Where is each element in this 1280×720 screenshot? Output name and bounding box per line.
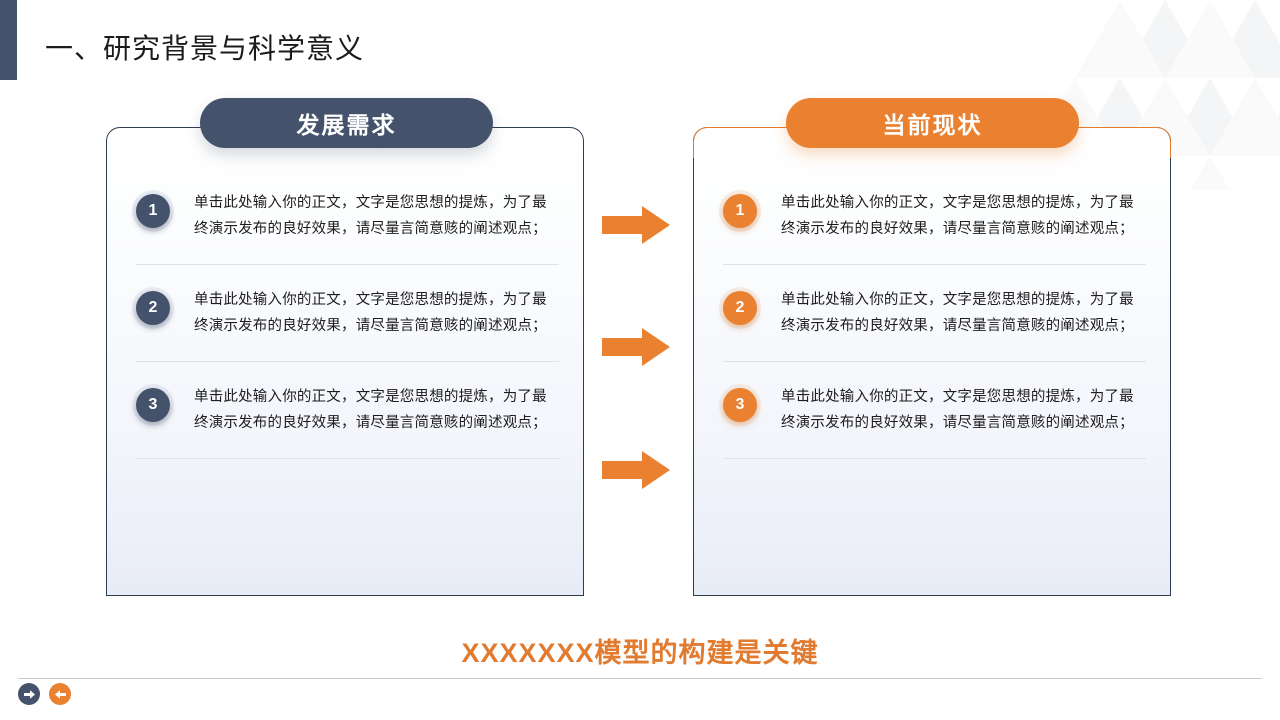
card-right-header-label: 当前现状 (882, 112, 983, 138)
arrow-left-circle-icon[interactable] (49, 683, 71, 705)
footer-divider (18, 678, 1262, 679)
item-number-badge: 2 (723, 291, 757, 325)
arrow-right-icon (602, 451, 670, 489)
item-text: 单击此处输入你的正文，文字是您思想的提炼，为了最终演示发布的良好效果，请尽量言简… (194, 195, 547, 237)
card-left-header[interactable]: 发展需求 (200, 98, 493, 148)
item-text: 单击此处输入你的正文，文字是您思想的提炼，为了最终演示发布的良好效果，请尽量言简… (194, 389, 547, 431)
card-right-list: 1 单击此处输入你的正文，文字是您思想的提炼，为了最终演示发布的良好效果，请尽量… (723, 190, 1146, 459)
item-text: 单击此处输入你的正文，文字是您思想的提炼，为了最终演示发布的良好效果，请尽量言简… (781, 292, 1134, 334)
list-item[interactable]: 2 单击此处输入你的正文，文字是您思想的提炼，为了最终演示发布的良好效果，请尽量… (723, 287, 1146, 362)
item-text: 单击此处输入你的正文，文字是您思想的提炼，为了最终演示发布的良好效果，请尽量言简… (781, 195, 1134, 237)
item-number-badge: 3 (723, 388, 757, 422)
card-right-header[interactable]: 当前现状 (786, 98, 1079, 148)
item-number-badge: 1 (723, 194, 757, 228)
title-accent-bar (0, 0, 17, 80)
item-number-badge: 2 (136, 291, 170, 325)
card-right: 1 单击此处输入你的正文，文字是您思想的提炼，为了最终演示发布的良好效果，请尽量… (692, 126, 1172, 596)
item-text: 单击此处输入你的正文，文字是您思想的提炼，为了最终演示发布的良好效果，请尽量言简… (194, 292, 547, 334)
item-text: 单击此处输入你的正文，文字是您思想的提炼，为了最终演示发布的良好效果，请尽量言简… (781, 389, 1134, 431)
footer-nav (18, 683, 71, 705)
card-left-list: 1 单击此处输入你的正文，文字是您思想的提炼，为了最终演示发布的良好效果，请尽量… (136, 190, 559, 459)
item-number-badge: 3 (136, 388, 170, 422)
item-number-badge: 1 (136, 194, 170, 228)
slide-caption: XXXXXXX模型的构建是关键 (461, 638, 819, 668)
list-item[interactable]: 2 单击此处输入你的正文，文字是您思想的提炼，为了最终演示发布的良好效果，请尽量… (136, 287, 559, 362)
list-item[interactable]: 3 单击此处输入你的正文，文字是您思想的提炼，为了最终演示发布的良好效果，请尽量… (723, 384, 1146, 459)
list-item[interactable]: 3 单击此处输入你的正文，文字是您思想的提炼，为了最终演示发布的良好效果，请尽量… (136, 384, 559, 459)
arrow-right-circle-icon[interactable] (18, 683, 40, 705)
list-item[interactable]: 1 单击此处输入你的正文，文字是您思想的提炼，为了最终演示发布的良好效果，请尽量… (723, 190, 1146, 265)
page-title: 一、研究背景与科学意义 (45, 33, 365, 64)
list-item[interactable]: 1 单击此处输入你的正文，文字是您思想的提炼，为了最终演示发布的良好效果，请尽量… (136, 190, 559, 265)
card-left-header-label: 发展需求 (296, 112, 397, 138)
arrow-right-icon (602, 328, 670, 366)
arrow-right-icon (602, 206, 670, 244)
card-left: 1 单击此处输入你的正文，文字是您思想的提炼，为了最终演示发布的良好效果，请尽量… (106, 127, 584, 596)
